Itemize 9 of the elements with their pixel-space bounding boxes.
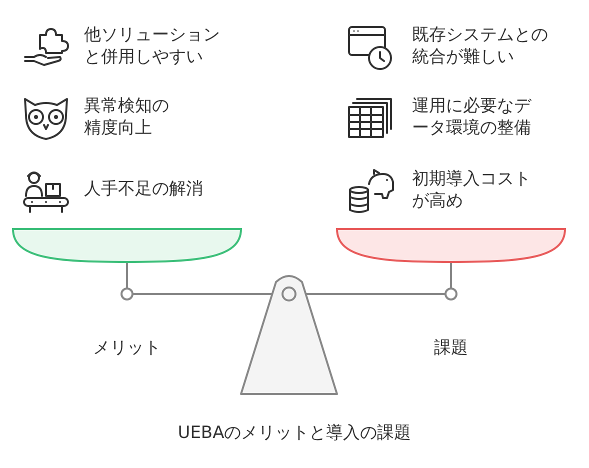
benefit-text: 異常検知の精度向上: [84, 95, 170, 139]
side-label: 課題: [433, 337, 469, 359]
challenge-text: 運用に必要なデータ環境の整備: [412, 95, 532, 139]
benefit-text: 他ソリューションと併用しやすい: [84, 24, 221, 68]
challenge-text: 既存システムとの統合が難しい: [412, 24, 549, 68]
title: UEBAのメリットと導入の課題: [176, 422, 412, 444]
side-label: メリット: [92, 337, 162, 359]
benefit-text: 人手不足の解消: [84, 178, 204, 200]
challenge-text: 初期導入コストが高め: [412, 168, 532, 212]
